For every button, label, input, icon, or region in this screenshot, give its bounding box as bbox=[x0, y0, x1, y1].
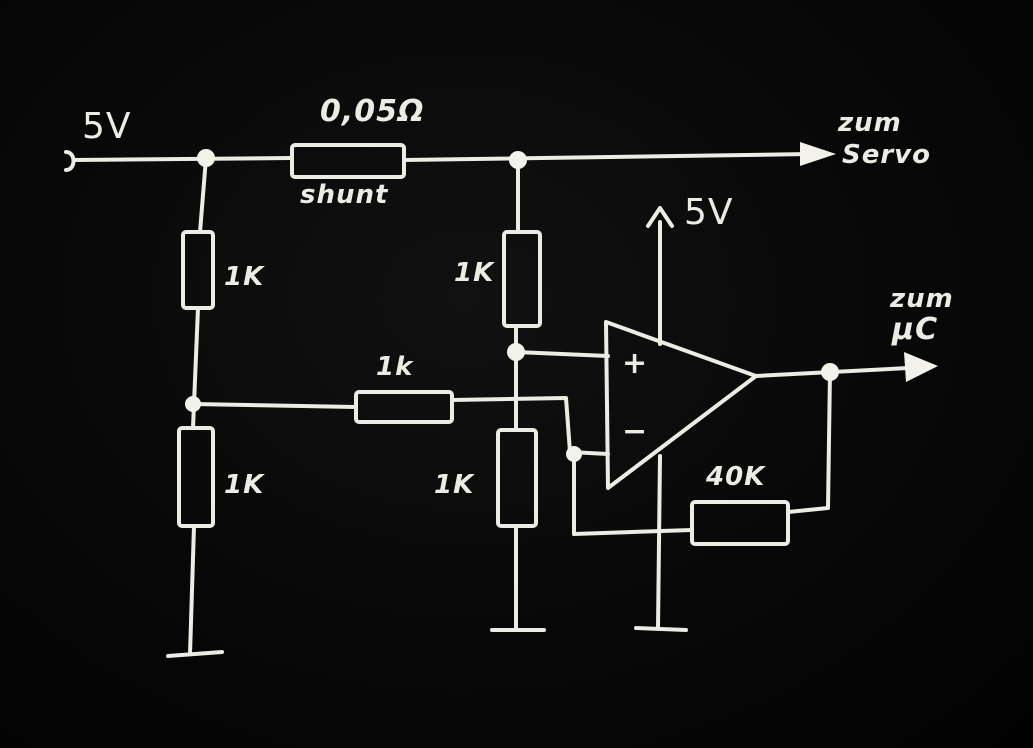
resistor-feedback-label: 40K bbox=[706, 462, 766, 492]
left-divider-wire bbox=[198, 156, 208, 234]
servo-to-label: zum bbox=[838, 108, 902, 138]
opamp-symbol bbox=[604, 320, 758, 490]
opamp-minus-label: − bbox=[622, 414, 649, 449]
resistor-right-bottom bbox=[496, 428, 538, 528]
mcu-to-label: zum bbox=[890, 284, 954, 314]
feedback-wire bbox=[786, 370, 832, 514]
left-ground-wire bbox=[188, 524, 196, 656]
opamp-ground-symbol bbox=[634, 626, 688, 632]
shunt-name-label: shunt bbox=[300, 180, 389, 210]
resistor-left-top-label: 1K bbox=[224, 262, 265, 292]
junction-supply-right bbox=[509, 151, 527, 169]
resistor-right-bottom-label: 1K bbox=[434, 470, 475, 500]
left-ground-symbol bbox=[166, 650, 224, 658]
feedback-return-wire bbox=[572, 454, 694, 536]
junction-output bbox=[821, 363, 839, 381]
resistor-middle-label: 1k bbox=[376, 352, 414, 382]
plus-input-wire bbox=[514, 350, 610, 358]
junction-minus-input bbox=[566, 446, 582, 462]
junction-left-divider bbox=[185, 396, 201, 412]
shunt-resistor bbox=[290, 143, 406, 179]
opamp-plus-label: + bbox=[622, 346, 649, 381]
resistor-right-top bbox=[502, 230, 542, 328]
resistor-middle bbox=[354, 390, 454, 424]
opamp-supply-label: 5V bbox=[684, 192, 734, 233]
servo-name-label: Servo bbox=[842, 140, 931, 170]
supply-in-label: 5V bbox=[82, 106, 132, 147]
servo-arrow bbox=[800, 142, 836, 166]
opamp-ground-wire bbox=[656, 454, 662, 630]
shunt-value-label: 0,05Ω bbox=[320, 94, 425, 129]
resistor-left-bottom-label: 1K bbox=[224, 470, 265, 500]
divider-to-minus-wire bbox=[191, 402, 358, 409]
mcu-name-label: µC bbox=[892, 312, 939, 347]
junction-right-divider bbox=[507, 343, 525, 361]
opamp-supply-arrow bbox=[646, 206, 674, 228]
resistor-right-top-label: 1K bbox=[454, 258, 495, 288]
minus-input-wire bbox=[450, 396, 610, 456]
junction-supply-left bbox=[197, 149, 215, 167]
mcu-arrow bbox=[904, 352, 938, 382]
resistor-feedback bbox=[690, 500, 790, 546]
resistor-left-top bbox=[181, 230, 215, 310]
supply-wire bbox=[72, 156, 294, 162]
resistor-left-bottom bbox=[177, 426, 215, 528]
servo-wire bbox=[402, 152, 812, 162]
